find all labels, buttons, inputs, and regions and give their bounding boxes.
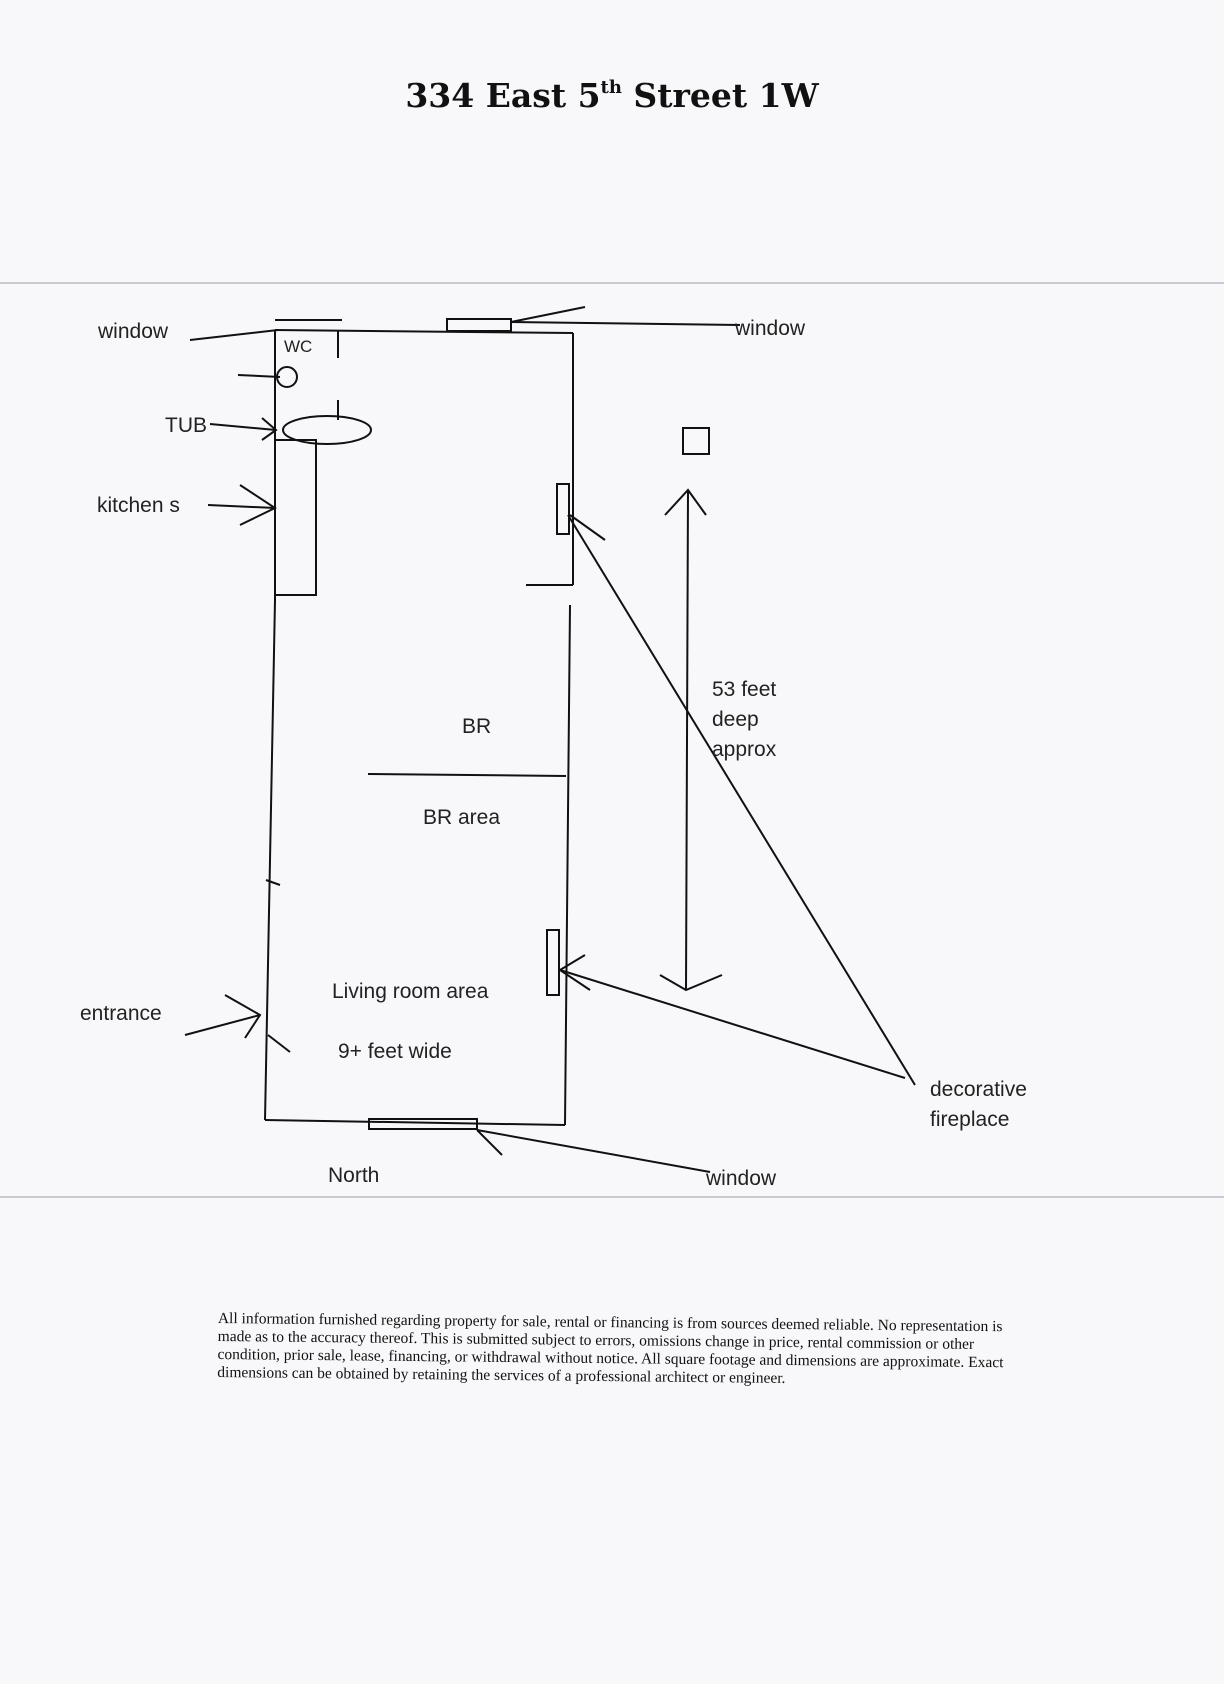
label-fireplace-line1: decorative — [930, 1078, 1027, 1101]
window-tr-leader — [510, 306, 741, 326]
bottom-window — [368, 1118, 478, 1130]
small-square — [682, 427, 710, 455]
label-tub: TUB — [165, 414, 207, 437]
label-depth-line2: deep — [712, 708, 759, 731]
lower-fireplace — [546, 929, 560, 996]
paper-fold-bottom — [0, 1196, 1224, 1198]
bedroom-divider — [367, 773, 567, 777]
kitchen-counter — [275, 439, 317, 596]
window-bottom-leader — [476, 1129, 711, 1173]
label-living-room: Living room area — [332, 980, 489, 1003]
paper-fold-top — [0, 282, 1224, 284]
tub-leader — [209, 417, 278, 441]
label-width: 9+ feet wide — [338, 1040, 452, 1063]
label-north: North — [328, 1164, 379, 1187]
top-window — [446, 318, 512, 332]
wc-leader — [237, 374, 281, 378]
depth-arrow — [659, 488, 723, 992]
title-superscript: th — [600, 77, 622, 98]
title-rest: Street 1W — [621, 76, 819, 115]
label-kitchen: kitchen s — [97, 494, 180, 517]
top-wall — [274, 329, 574, 334]
label-entrance: entrance — [80, 1002, 162, 1025]
right-wall-lower — [564, 604, 571, 1126]
fireplace-leader-upper — [567, 514, 916, 1086]
label-br-area: BR area — [423, 806, 500, 829]
label-depth-line1: 53 feet — [712, 678, 776, 701]
label-window-top-left: window — [97, 320, 169, 343]
label-window-bottom: window — [705, 1167, 777, 1190]
label-depth-line3: approx — [712, 738, 777, 761]
fireplace-leader-lower — [559, 954, 906, 1079]
title-main: 334 East 5 — [405, 76, 601, 115]
label-wc: WC — [284, 337, 312, 356]
entrance-leader — [184, 994, 262, 1039]
kitchen-leader — [207, 484, 278, 526]
label-fireplace-line2: fireplace — [930, 1108, 1009, 1131]
label-window-top-right: window — [734, 317, 806, 340]
left-wall — [264, 330, 276, 1121]
legal-disclaimer: All information furnished regarding prop… — [217, 1310, 1004, 1387]
entrance-door-marks — [265, 879, 291, 1053]
bottom-wall — [264, 1119, 566, 1126]
window-tl-leader — [189, 329, 279, 341]
page-title: 334 East 5th Street 1W — [0, 76, 1224, 115]
upper-fireplace — [556, 483, 570, 535]
label-br: BR — [462, 715, 491, 738]
bathtub — [282, 415, 372, 445]
